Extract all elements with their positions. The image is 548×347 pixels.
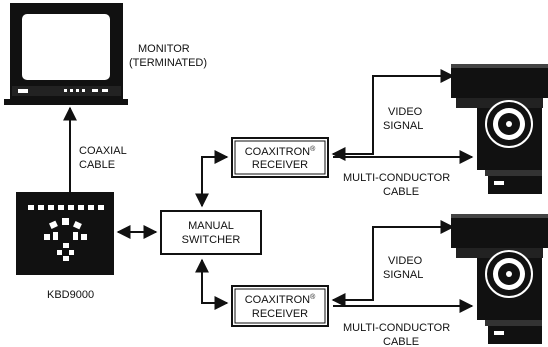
camera-1-icon	[451, 64, 548, 194]
multi-conductor-2-label-line1: MULTI-CONDUCTOR	[343, 322, 450, 334]
video-signal-2-label-line1: VIDEO	[388, 255, 423, 267]
switcher-receiver2-link	[195, 258, 229, 310]
switcher-receiver1-link	[195, 150, 229, 208]
coaxial-cable-label-line2: CABLE	[79, 159, 115, 171]
receiver-1-label-line2: RECEIVER	[252, 159, 308, 171]
kbd9000-keyboard-icon	[16, 192, 114, 275]
multi-conductor-2-label-line2: CABLE	[383, 336, 419, 347]
manual-switcher-box	[160, 210, 262, 255]
video-signal-link-2	[331, 220, 455, 307]
video-signal-2-label-line2: SIGNAL	[383, 269, 423, 281]
video-signal-1-label-line1: VIDEO	[388, 106, 423, 118]
video-signal-link-1	[331, 69, 455, 161]
keyboard-label: KBD9000	[47, 289, 94, 301]
coaxitron-receiver-box-2	[231, 285, 329, 327]
monitor-label-line2: (TERMINATED)	[129, 57, 207, 69]
multi-conductor-1-label-line2: CABLE	[383, 186, 419, 198]
coaxial-cable-label-line1: COAXIAL	[79, 145, 127, 157]
manual-switcher-label-line1: MANUAL	[188, 220, 234, 232]
manual-switcher-label-line2: SWITCHER	[182, 234, 241, 246]
coaxitron-receiver-box-1	[231, 137, 329, 178]
camera-2-icon	[451, 214, 548, 344]
receiver-1-label-line1: COAXITRON®	[245, 145, 316, 158]
receiver-2-label-line1: COAXITRON®	[245, 293, 316, 306]
receiver-2-label-line2: RECEIVER	[252, 308, 308, 320]
monitor-label-line1: MONITOR	[138, 43, 190, 55]
video-signal-1-label-line2: SIGNAL	[383, 120, 423, 132]
monitor-icon	[4, 3, 128, 105]
multi-conductor-1-label-line1: MULTI-CONDUCTOR	[343, 172, 450, 184]
